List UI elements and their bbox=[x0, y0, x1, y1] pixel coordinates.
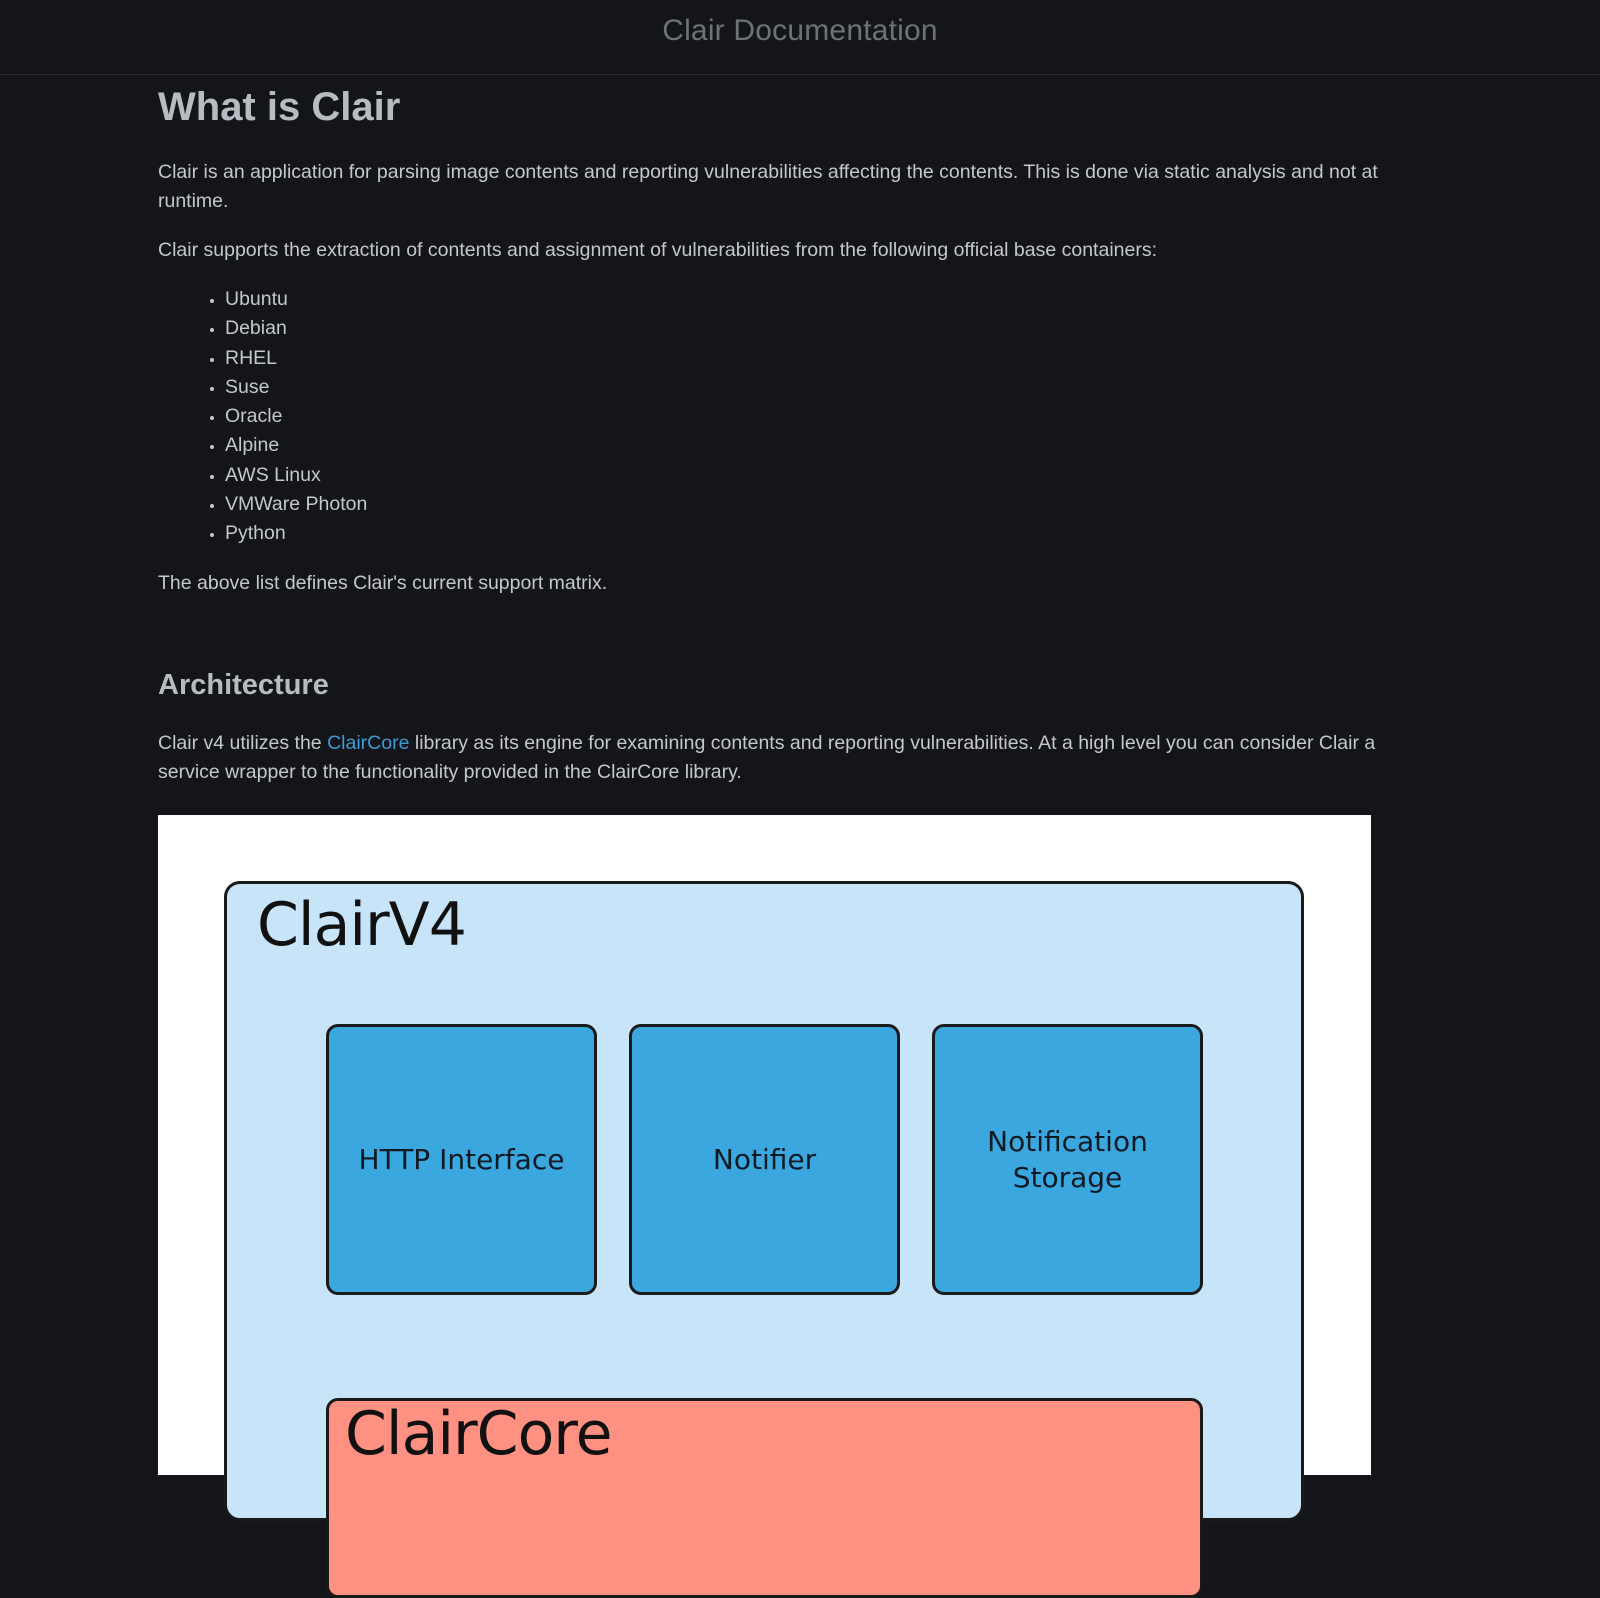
architecture-text-end: library as its engine for examining cont… bbox=[158, 731, 1376, 783]
container-list: Ubuntu Debian RHEL Suse Oracle Alpine AW… bbox=[158, 285, 1428, 549]
notification-storage-label: Notification Storage bbox=[987, 1124, 1148, 1194]
claircore-label: ClairCore bbox=[345, 1399, 613, 1469]
notification-storage-box: Notification Storage bbox=[932, 1024, 1203, 1295]
list-item: Ubuntu bbox=[225, 285, 1428, 314]
top-bar: Clair Documentation bbox=[0, 0, 1600, 75]
site-title[interactable]: Clair Documentation bbox=[662, 14, 938, 47]
architecture-text-start: Clair v4 utilizes the bbox=[158, 731, 328, 754]
intro-paragraph: Clair is an application for parsing imag… bbox=[158, 161, 1378, 212]
notifier-label: Notifier bbox=[712, 1142, 817, 1176]
architecture-diagram: ClairV4 HTTP Interface Notifier Notifica… bbox=[158, 815, 1371, 1598]
clairv4-label: ClairV4 bbox=[257, 890, 467, 960]
architecture-heading: Architecture bbox=[158, 668, 329, 701]
http-interface-label: HTTP Interface bbox=[358, 1142, 565, 1176]
claircore-link[interactable]: ClairCore bbox=[327, 731, 410, 754]
clairv4-container: ClairV4 HTTP Interface Notifier Notifica… bbox=[224, 881, 1304, 1598]
list-item: Suse bbox=[225, 373, 1428, 402]
http-interface-box: HTTP Interface bbox=[326, 1024, 597, 1295]
list-item: RHEL bbox=[225, 344, 1428, 373]
list-item: Debian bbox=[225, 314, 1428, 343]
list-item: Alpine bbox=[225, 431, 1428, 460]
architecture-paragraph: Clair v4 utilizes the ClairCore library … bbox=[158, 729, 1428, 787]
doc-content: What is Clair Clair is an application fo… bbox=[158, 75, 1428, 787]
page-title: What is Clair bbox=[158, 85, 401, 129]
list-item: VMWare Photon bbox=[225, 490, 1428, 519]
list-item: Python bbox=[225, 519, 1428, 548]
support-matrix-note: The above list defines Clair's current s… bbox=[158, 571, 608, 594]
claircore-box: ClairCore bbox=[326, 1398, 1203, 1598]
supports-paragraph: Clair supports the extraction of content… bbox=[158, 239, 1158, 261]
notifier-box: Notifier bbox=[629, 1024, 900, 1295]
list-item: Oracle bbox=[225, 402, 1428, 431]
list-item: AWS Linux bbox=[225, 461, 1428, 490]
